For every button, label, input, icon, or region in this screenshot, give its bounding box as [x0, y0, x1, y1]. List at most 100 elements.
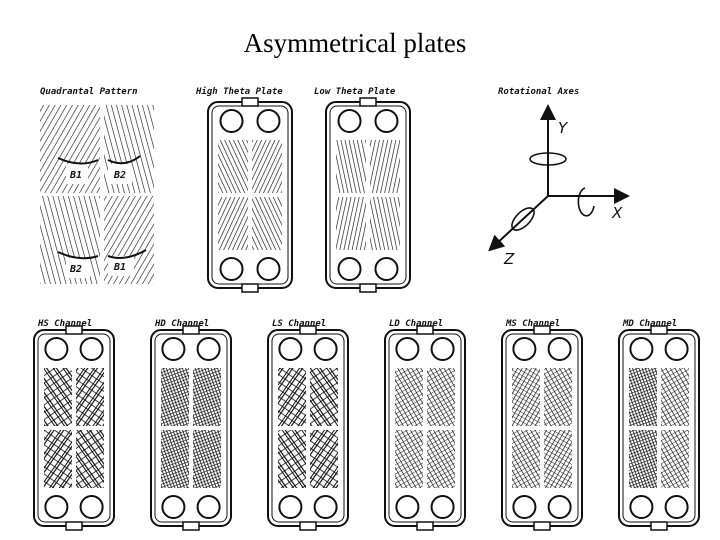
plate-outline — [384, 329, 466, 527]
port-hole — [374, 109, 399, 133]
chevron-panel — [161, 368, 189, 426]
plate-notch — [359, 97, 377, 107]
plate-notch — [65, 325, 83, 335]
angle-arc — [57, 157, 99, 165]
plate-notch — [299, 325, 317, 335]
rotation-arrow-y — [529, 152, 567, 166]
plate-notch — [241, 283, 259, 293]
high-theta-plate-label: High Theta Plate — [195, 86, 283, 97]
port-hole — [664, 337, 689, 361]
port-hole — [664, 495, 689, 519]
angle-arc — [107, 249, 147, 259]
port-hole — [219, 257, 244, 281]
chevron-panel — [512, 368, 540, 426]
chevron-panel — [252, 140, 282, 193]
channel-ls-channel: LS Channel — [267, 319, 349, 531]
chevron-panel — [161, 430, 189, 488]
channel-label: HS Channel — [37, 319, 92, 329]
chevron-panel — [544, 430, 572, 488]
z-axis — [488, 195, 549, 252]
port-hole — [256, 109, 281, 133]
port-hole — [395, 495, 420, 519]
port-hole — [278, 495, 303, 519]
angle-label: B2 — [69, 264, 82, 275]
port-hole — [337, 257, 362, 281]
chevron-panel — [310, 368, 338, 426]
low-theta-plate — [325, 97, 411, 293]
channel-label: MS Channel — [505, 319, 560, 329]
page-title: Asymmetrical plates — [243, 28, 467, 58]
plate-outline — [33, 329, 115, 527]
port-hole — [430, 337, 455, 361]
plate-notch — [241, 97, 259, 107]
plate-outline — [501, 329, 583, 527]
chevron-panel — [370, 197, 400, 250]
port-hole — [313, 495, 338, 519]
plate-notch — [65, 521, 83, 531]
rotational-axes: Rotational Axes Y X Z — [488, 86, 630, 268]
plate-notch — [650, 521, 668, 531]
rotational-axes-label: Rotational Axes — [498, 86, 579, 97]
plate-outline — [618, 329, 700, 527]
port-hole — [629, 337, 654, 361]
chevron-panel — [252, 197, 282, 250]
chevron-panel — [44, 430, 72, 488]
chevron-panel — [370, 140, 400, 193]
port-hole — [44, 337, 69, 361]
chevron-panel — [336, 140, 366, 193]
channel-label: LD Channel — [389, 319, 443, 329]
channel-label: LS Channel — [272, 319, 326, 329]
port-hole — [196, 495, 221, 519]
chevron-panel — [661, 430, 689, 488]
port-hole — [79, 495, 104, 519]
angle-label: B1 — [113, 262, 126, 273]
port-hole — [161, 495, 186, 519]
chevron-panel — [544, 368, 572, 426]
port-hole — [547, 337, 572, 361]
port-hole — [196, 337, 221, 361]
chevron-panel — [661, 368, 689, 426]
angle-label: B2 — [113, 170, 126, 181]
plate-notch — [359, 283, 377, 293]
plate-notch — [533, 521, 551, 531]
plate-outline — [150, 329, 232, 527]
channel-label: HD Channel — [154, 319, 209, 329]
quadrantal-pattern: Quadrantal Pattern B1 B2 B2 B1 — [40, 87, 154, 284]
chevron-panel — [76, 430, 104, 488]
angle-arc — [107, 155, 141, 165]
port-hole — [44, 495, 69, 519]
port-hole — [430, 495, 455, 519]
chevron-panel — [193, 430, 221, 488]
port-hole — [512, 495, 537, 519]
quadrantal-pattern-label: Quadrantal Pattern — [40, 87, 138, 97]
rotation-arrow-z — [511, 207, 535, 231]
port-hole — [337, 109, 362, 133]
chevron-panel — [218, 197, 248, 250]
angle-label: B1 — [69, 170, 82, 181]
port-hole — [161, 337, 186, 361]
channel-hd-channel: HD Channel — [150, 319, 232, 531]
chevron-panel — [427, 368, 455, 426]
x-axis-label: X — [611, 204, 623, 222]
port-hole — [374, 257, 399, 281]
angle-arc — [57, 251, 99, 260]
chevron-panel — [336, 197, 366, 250]
plate-outline — [207, 101, 293, 289]
port-hole — [547, 495, 572, 519]
y-axis-label: Y — [558, 119, 569, 137]
port-hole — [512, 337, 537, 361]
chevron-panel — [629, 368, 657, 426]
port-hole — [256, 257, 281, 281]
chevron-panel — [193, 368, 221, 426]
channel-md-channel: MD Channel — [618, 319, 700, 531]
chevron-panel — [629, 430, 657, 488]
chevron-panel — [76, 368, 104, 426]
plate-notch — [650, 325, 668, 335]
channel-ld-channel: LD Channel — [384, 319, 466, 531]
z-axis-label: Z — [503, 250, 515, 268]
port-hole — [79, 337, 104, 361]
chevron-panel — [218, 140, 248, 193]
chevron-panel — [310, 430, 338, 488]
channel-ms-channel: MS Channel — [501, 319, 583, 531]
